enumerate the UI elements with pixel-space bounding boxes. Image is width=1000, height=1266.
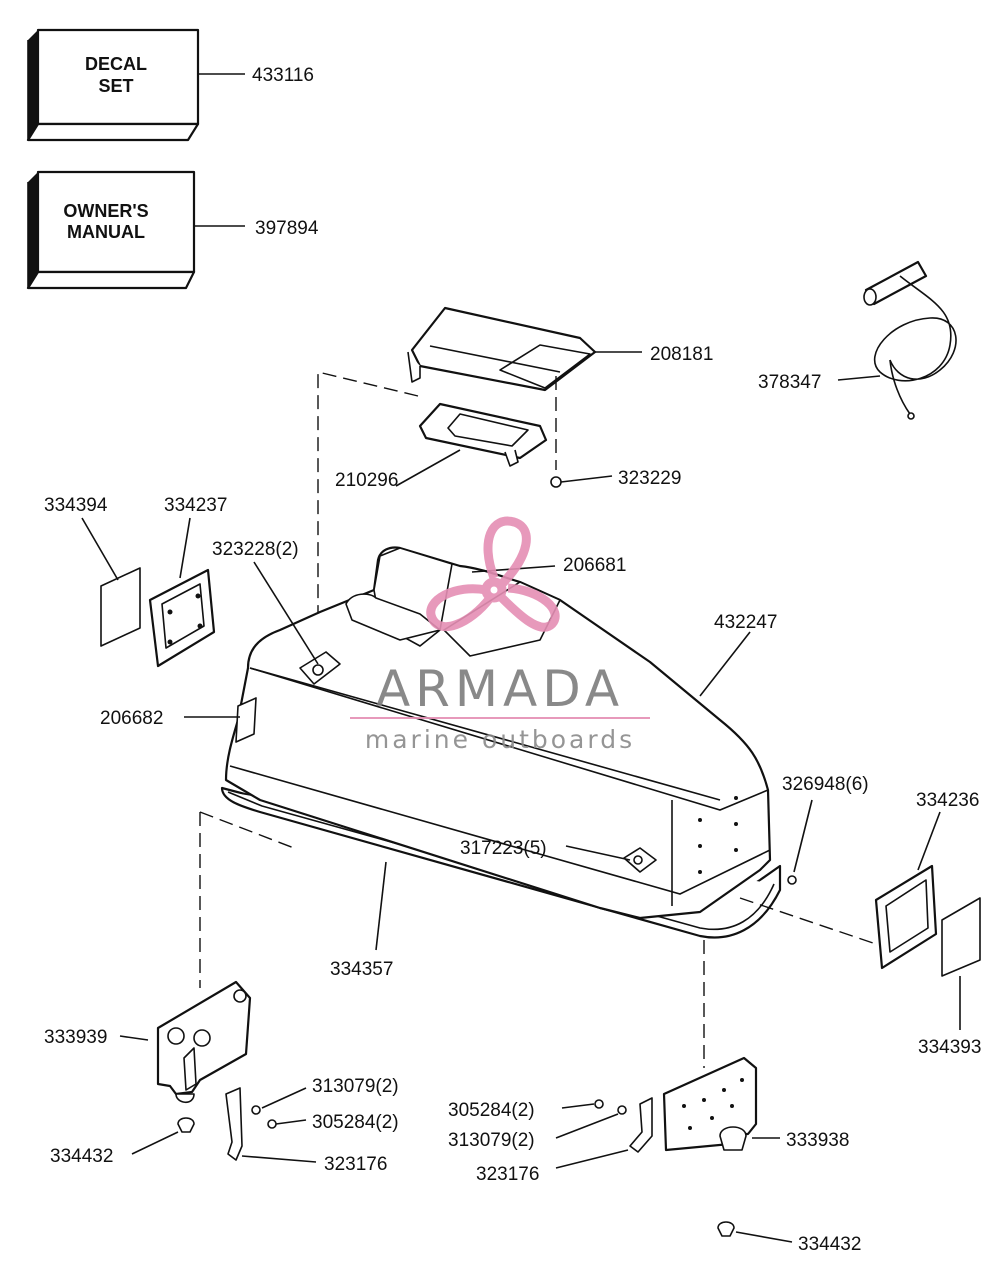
owners-manual-label-1: OWNER'S xyxy=(63,201,148,221)
part-206682-label: 206682 xyxy=(100,708,163,729)
armada-watermark: ARMADA marine outboards xyxy=(350,516,650,754)
part-323229-label: 323229 xyxy=(618,468,681,489)
part-334357-label: 334357 xyxy=(330,959,393,980)
part-206681-label: 206681 xyxy=(563,555,626,576)
part-433116-label: 433116 xyxy=(252,65,314,86)
part-432247-label: 432247 xyxy=(714,612,777,633)
cover-leaders: 323228(2) 206681 432247 206682 317223(5)… xyxy=(100,371,777,980)
part-334432-label-right: 334432 xyxy=(798,1234,861,1255)
part-313079-label-right: 313079(2) xyxy=(448,1130,535,1151)
left-bracket-group: 333939 334432 323176 313079(2) 305284(2) xyxy=(44,811,399,1175)
decal-set-label-2: SET xyxy=(98,76,133,96)
screw-326948: 326948(6) xyxy=(782,774,869,885)
part-313079-label-left: 313079(2) xyxy=(312,1076,399,1097)
screw-323229: 323229 xyxy=(550,376,681,489)
part-333938-label: 333938 xyxy=(786,1130,849,1151)
part-334393-label: 334393 xyxy=(918,1037,981,1058)
part-323176-label-left: 323176 xyxy=(324,1154,387,1175)
tray-part: 210296 xyxy=(335,402,548,491)
watermark-tagline: marine outboards xyxy=(365,725,635,754)
left-gasket-group: 334394 334237 xyxy=(44,495,227,668)
watermark-brand: ARMADA xyxy=(376,660,624,718)
part-317223-label: 317223(5) xyxy=(460,838,547,859)
right-gasket-group: 334236 334393 xyxy=(739,790,981,1058)
part-334237-label: 334237 xyxy=(164,495,227,516)
part-210296-label: 210296 xyxy=(335,470,398,491)
part-208181-label: 208181 xyxy=(650,344,713,365)
hood-cover-part: 208181 xyxy=(407,306,713,392)
propeller-logo-icon xyxy=(426,516,560,632)
part-397894-label: 397894 xyxy=(255,218,319,239)
right-bracket-group: 333938 323176 305284(2) 313079(2) 334432 xyxy=(448,940,861,1255)
decal-set-box: DECAL SET 433116 xyxy=(26,28,314,142)
owners-manual-box: OWNER'S MANUAL 397894 xyxy=(26,170,319,290)
part-333939-label: 333939 xyxy=(44,1027,107,1048)
part-323176-label-right: 323176 xyxy=(476,1164,539,1185)
part-305284-label-right: 305284(2) xyxy=(448,1100,535,1121)
starter-cable-part: 378347 xyxy=(758,260,957,420)
part-334432-label-left: 334432 xyxy=(50,1146,113,1167)
part-334394-label: 334394 xyxy=(44,495,108,516)
part-378347-label: 378347 xyxy=(758,372,821,393)
owners-manual-label-2: MANUAL xyxy=(67,222,145,242)
part-334236-label: 334236 xyxy=(916,790,979,811)
part-326948-label: 326948(6) xyxy=(782,774,869,795)
decal-set-label-1: DECAL xyxy=(85,54,147,74)
part-323228-label: 323228(2) xyxy=(212,539,299,560)
part-305284-label-left: 305284(2) xyxy=(312,1112,399,1133)
